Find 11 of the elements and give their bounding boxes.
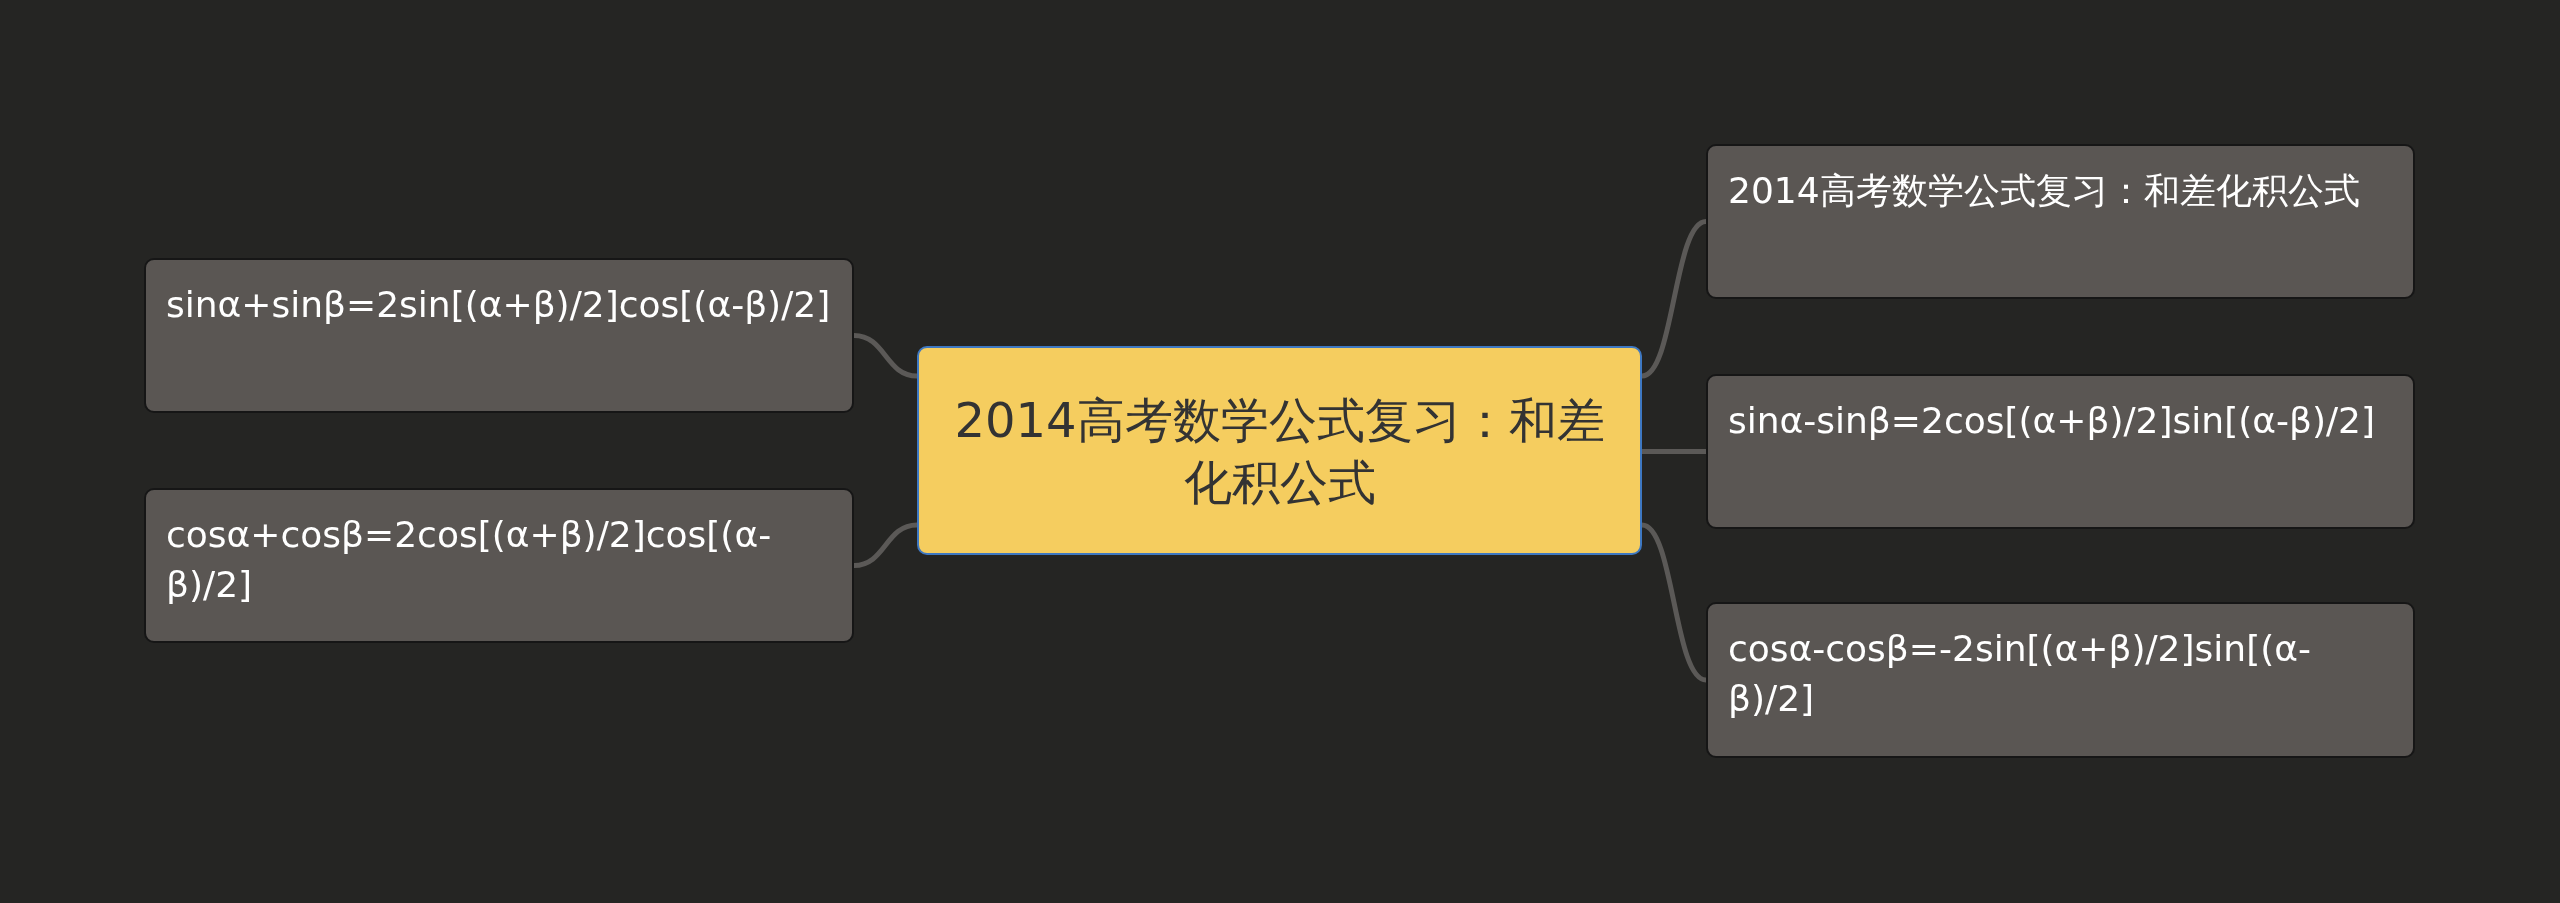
central-topic-box: 2014高考数学公式复习：和差化积公式 bbox=[917, 346, 1642, 555]
connector-line bbox=[853, 333, 918, 379]
topic-box: sinα+sinβ=2sin[(α+β)/2]cos[(α-β)/2] bbox=[144, 258, 854, 413]
topic-box: cosα+cosβ=2cos[(α+β)/2]cos[(α-β)/2] bbox=[144, 488, 854, 643]
connector-line bbox=[1641, 522, 1707, 683]
connector-line bbox=[1642, 449, 1706, 454]
connector-line bbox=[853, 522, 918, 568]
connector-line bbox=[1641, 219, 1707, 379]
topic-box: 2014高考数学公式复习：和差化积公式 bbox=[1706, 144, 2415, 299]
topic-box: cosα-cosβ=-2sin[(α+β)/2]sin[(α-β)/2] bbox=[1706, 602, 2415, 758]
topic-box: sinα-sinβ=2cos[(α+β)/2]sin[(α-β)/2] bbox=[1706, 374, 2415, 529]
